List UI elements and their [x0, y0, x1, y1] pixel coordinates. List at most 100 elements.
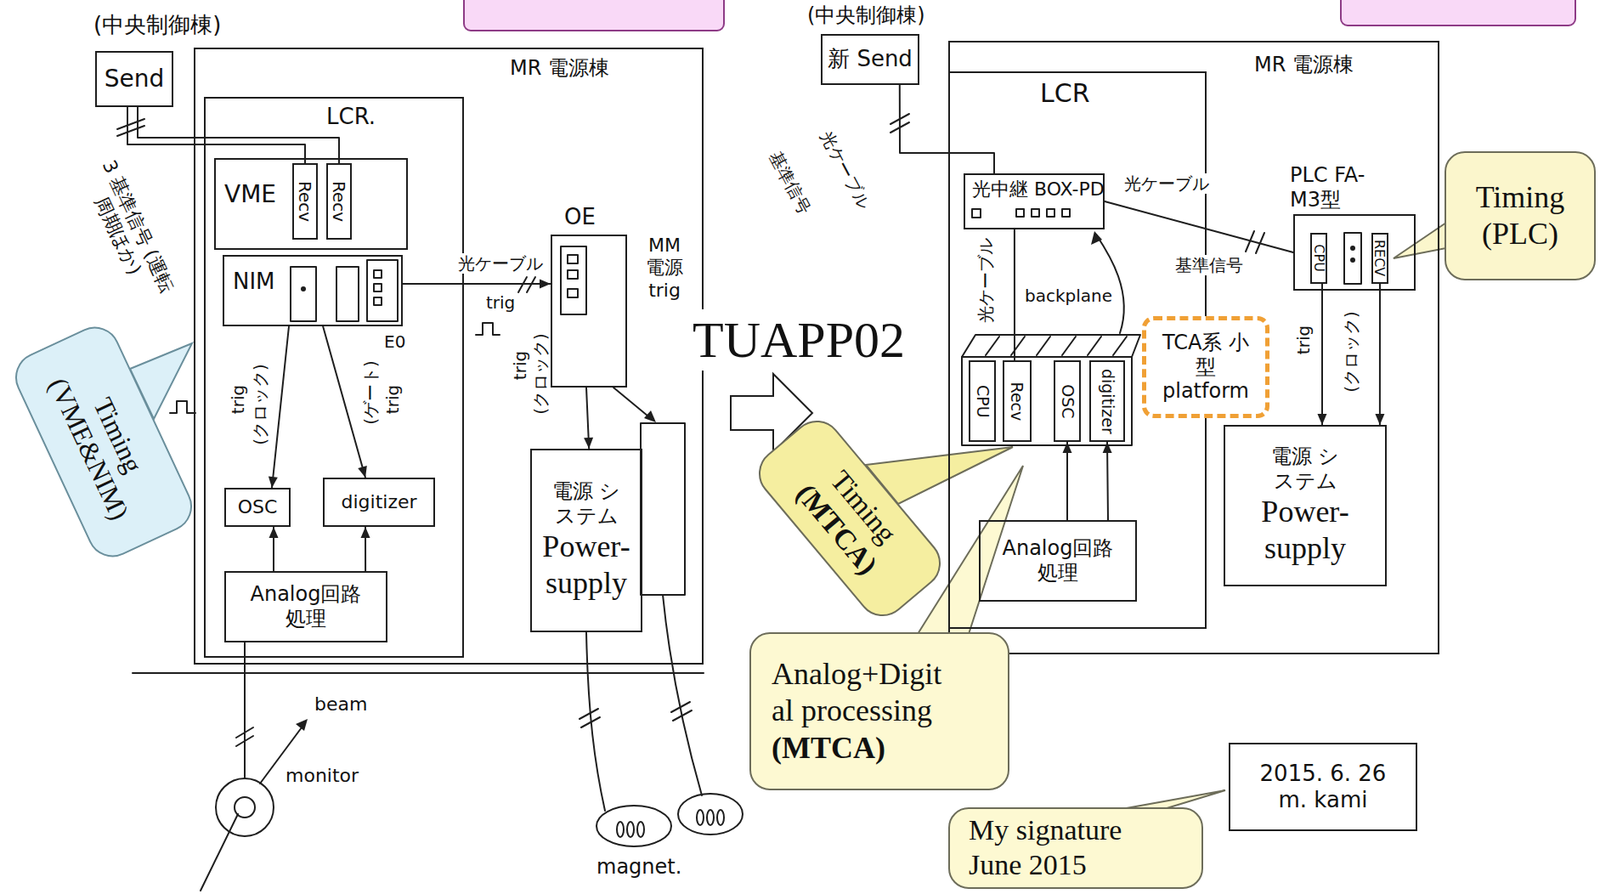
connector-line [1066, 441, 1069, 521]
pulse-symbol [475, 322, 500, 335]
station-box: (中央制御棟)新 Send [820, 33, 920, 85]
module-slot: Recv [326, 163, 352, 240]
relay-box: 光中継 BOX-PD [963, 173, 1105, 230]
signal-label: 基準信号 [1172, 254, 1246, 276]
node-label: CPU [972, 384, 993, 419]
module [290, 266, 317, 322]
device-box: OSC [224, 487, 291, 527]
magnet-cable [586, 632, 605, 811]
pulse-symbol [169, 401, 196, 413]
arrow-head [269, 526, 279, 538]
connector [972, 209, 981, 218]
cable-label: 光ケーブル [1121, 173, 1212, 194]
connector [1046, 209, 1055, 217]
module [560, 246, 587, 315]
beam-line [200, 814, 238, 891]
node-label: PLC FA-M3型 [1289, 163, 1396, 213]
callout-tail [1121, 790, 1226, 809]
module-slot: Recv [292, 163, 318, 240]
coil [696, 809, 704, 826]
coil [706, 809, 714, 826]
cable-label: 光ケーブル [975, 237, 996, 323]
node-label: LCR [1040, 78, 1091, 109]
plc-slot [1344, 232, 1362, 284]
signal-label: trig [382, 384, 403, 414]
signal-label: trig [509, 350, 531, 380]
node-label: Analog回路 処理 [242, 582, 370, 632]
node-label: TCA系 小型 platform [1153, 330, 1259, 404]
connector [1062, 209, 1070, 217]
node-label: CPU [1310, 244, 1327, 273]
connector-dot [1350, 257, 1356, 263]
signal-label: (クロック) [1340, 310, 1362, 393]
node-sublabel: m. kami [1278, 786, 1369, 814]
magnet [596, 805, 672, 847]
node-label: 電源 システム [1262, 444, 1348, 494]
connector [1104, 201, 1294, 253]
signal-label: (クロック) [249, 363, 271, 446]
connector-line [899, 84, 995, 174]
node-label: Recv [328, 180, 350, 222]
power-supply-rack [640, 423, 685, 595]
module-slot: OSC [1053, 360, 1081, 442]
beam-monitor [215, 778, 274, 837]
node-label: Recv [294, 180, 316, 222]
signature-box: 2015. 6. 26m. kami [1228, 742, 1418, 832]
node-label: (中央制御棟) [93, 11, 221, 39]
cable-break [117, 118, 145, 136]
module-name: MM 電源 trig [638, 234, 690, 302]
station-box: (中央制御棟)Send [95, 50, 174, 108]
connector [1062, 441, 1072, 521]
callout: Timing (PLC) [1444, 151, 1596, 281]
connector-line [322, 326, 366, 478]
connector-line [1104, 201, 1294, 253]
node-label: NIM [232, 268, 276, 295]
node-label: VME [224, 180, 277, 210]
connector-line [1013, 229, 1016, 361]
connector-line [271, 326, 289, 488]
magnet [678, 793, 743, 835]
connector-line [137, 107, 340, 164]
connector [1102, 441, 1113, 521]
node-label: Analog回路 処理 [994, 536, 1122, 586]
arrow-head [583, 437, 594, 449]
cable-break [671, 701, 692, 721]
signal-label: (ゲート) [360, 360, 381, 425]
node-label: My signature June 2015 [968, 813, 1151, 883]
part-name: monitor [285, 764, 359, 787]
monitor-cable [243, 642, 246, 779]
coil [637, 821, 645, 837]
callout: My signature June 2015 [948, 807, 1204, 889]
node-label: OSC [1057, 384, 1078, 419]
module-slot: RECV [1371, 232, 1389, 284]
node-label: digitizer [340, 491, 417, 514]
paper-id: TUAPP02 [689, 309, 908, 371]
connector [127, 107, 306, 164]
crate-box: VME Recv Recv [214, 158, 408, 250]
arrow-head [295, 718, 308, 731]
callout: Analog+Digit al processing(MTCA) [749, 632, 1010, 791]
node-label: Timing (PLC) [1456, 179, 1584, 253]
cable-break [236, 727, 254, 747]
node-label: OSC [237, 496, 278, 519]
module-slot: CPU [1310, 232, 1328, 284]
cable-label: 光ケーブル [816, 127, 875, 213]
node-label: digitizer [1097, 368, 1118, 435]
mtca-crate [961, 356, 1132, 446]
node-sublabel: (MTCA) [771, 729, 886, 767]
highlight-box: TCA系 小型 platform [1142, 316, 1270, 419]
signal-label: (クロック) [530, 333, 551, 415]
cable-label: 光ケーブル [455, 253, 546, 274]
node-label: 2015. 6. 26 [1260, 760, 1387, 787]
connector [583, 387, 594, 449]
building-box: MR 電源棟LCR.VMERecvRecvNIMOSCdigitizerAnal… [193, 47, 704, 665]
module-slot: Recv [1002, 360, 1032, 442]
plc-box: PLC FA-M3型CPURECV [1293, 214, 1416, 291]
connector-line [402, 282, 551, 285]
arrow-head [1102, 441, 1113, 453]
arrow-head [1062, 441, 1072, 453]
signal-label: trig [227, 384, 249, 414]
arrow-head [268, 475, 278, 488]
node-label: Timing (VME&NIM) [32, 339, 176, 546]
node-label: (中央制御棟) [807, 3, 926, 29]
